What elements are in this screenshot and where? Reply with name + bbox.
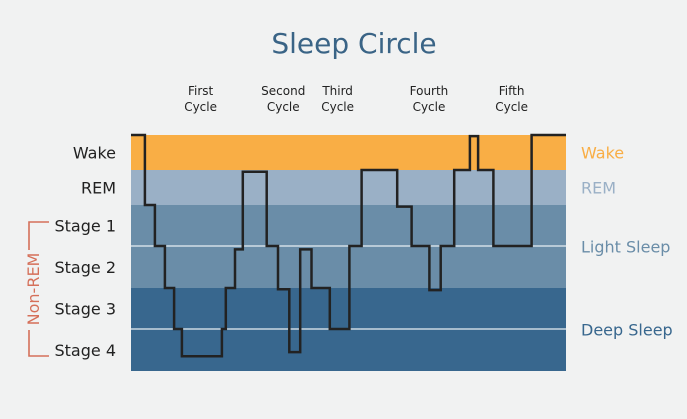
- cycle-label-line1: Fifth: [499, 84, 525, 98]
- cycle-label-line1: Fourth: [410, 84, 449, 98]
- stage-label: Stage 2: [55, 258, 117, 277]
- stage-label: Stage 3: [55, 300, 117, 319]
- category-label: Light Sleep: [581, 238, 670, 257]
- band-wake: [131, 135, 566, 170]
- category-label: Deep Sleep: [581, 321, 673, 340]
- cycle-label-line2: Cycle: [495, 100, 528, 114]
- cycle-label-line2: Cycle: [267, 100, 300, 114]
- chart-title: Sleep Circle: [271, 27, 436, 60]
- cycle-label-line2: Cycle: [413, 100, 446, 114]
- stage-label: REM: [81, 179, 116, 198]
- stage-label: Stage 4: [55, 341, 117, 360]
- stage-label: Wake: [73, 144, 116, 163]
- stage-label: Stage 1: [55, 217, 117, 236]
- cycle-label-line1: Second: [261, 84, 305, 98]
- category-label: REM: [581, 179, 616, 198]
- band-rem: [131, 170, 566, 205]
- non-rem-label: Non-REM: [24, 253, 43, 326]
- cycle-label-line1: First: [188, 84, 214, 98]
- cycle-label-line2: Cycle: [184, 100, 217, 114]
- non-rem-bracket: [28, 221, 49, 357]
- hypnogram-line: [131, 133, 566, 358]
- cycle-label-line1: Third: [321, 84, 353, 98]
- cycle-label-line2: Cycle: [321, 100, 354, 114]
- category-label: Wake: [581, 144, 624, 163]
